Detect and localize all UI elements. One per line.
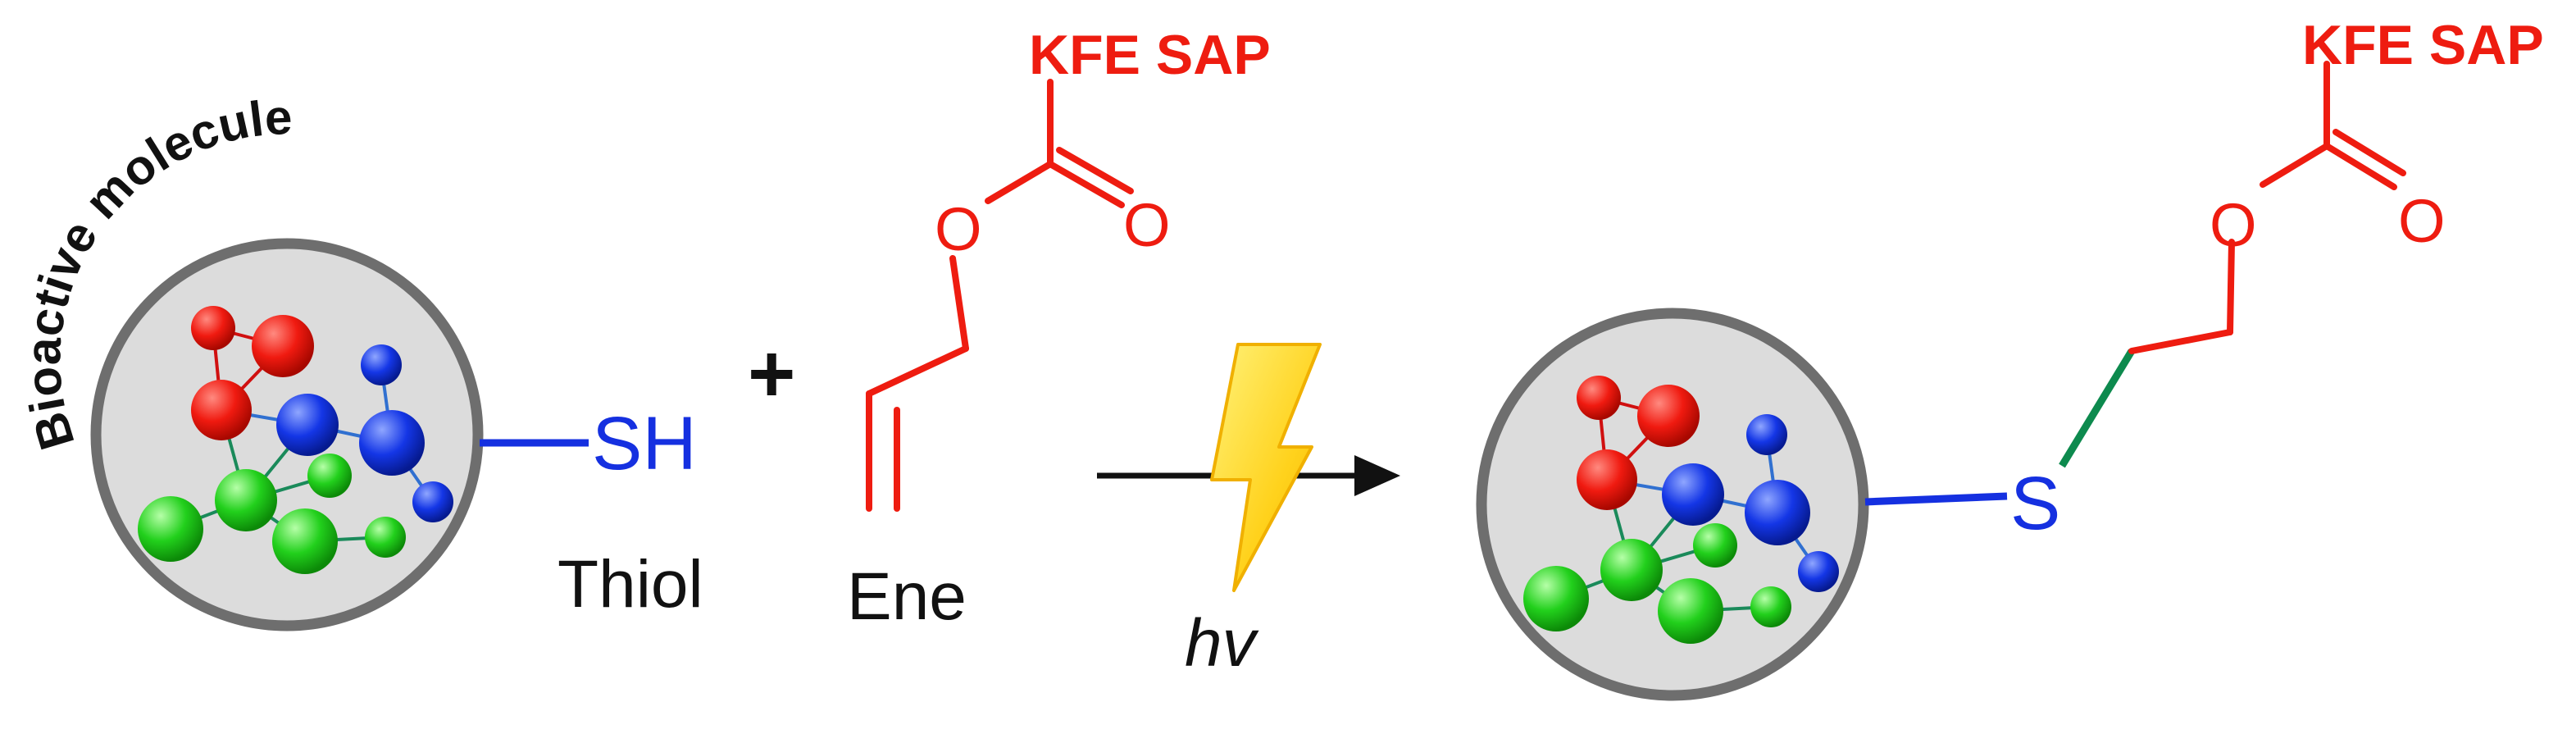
product-blue-bond	[1864, 492, 2008, 506]
carbonyl-oxygen-label: O	[1123, 191, 1171, 259]
lightning-bolt-icon	[1210, 343, 1322, 592]
product-green-bond	[2059, 349, 2135, 468]
plus-sign: +	[748, 328, 795, 420]
product-peptide-label: KFE SAP	[2302, 14, 2544, 76]
thiol-name-label: Thiol	[558, 547, 703, 622]
product-ester-oxygen-label: O	[2210, 191, 2257, 259]
ene-reactant: KFE SAP O O Ene	[847, 24, 1271, 634]
sh-group-label: SH	[592, 402, 697, 486]
product-carbonyl-oxygen-label: O	[2398, 187, 2446, 255]
ester-oxygen-label: O	[935, 195, 982, 263]
product: S KFE SAP O O	[1476, 14, 2544, 701]
ene-name-label: Ene	[847, 559, 967, 634]
thiol-reactant: Bioactive molecule SH Thiol	[16, 89, 703, 631]
peptide-label: KFE SAP	[1029, 24, 1271, 86]
hv-condition-label: hv	[1185, 606, 1259, 681]
sulfur-label: S	[2010, 462, 2060, 545]
